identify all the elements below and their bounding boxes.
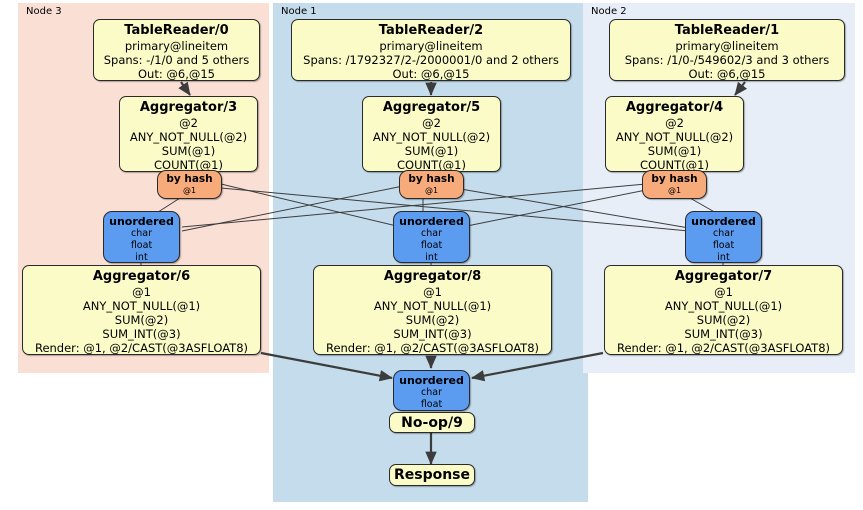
node-title: by hash xyxy=(408,173,455,185)
node-line: @2 xyxy=(179,116,198,130)
node-line: SUM(@1) xyxy=(647,144,702,158)
node-aggregator4[interactable]: Aggregator/4 @2 ANY_NOT_NULL(@2) SUM(@1)… xyxy=(605,96,744,172)
node-title: unordered xyxy=(399,215,464,228)
node-line: @2 xyxy=(422,116,441,130)
node-aggregator6[interactable]: Aggregator/6 @1 ANY_NOT_NULL(@1) SUM(@2)… xyxy=(22,265,261,355)
node-line: COUNT(@1) xyxy=(397,158,466,172)
node-byhash-node2[interactable]: by hash @1 xyxy=(642,170,707,199)
node-line: @1 xyxy=(132,285,151,299)
node-line: @1 xyxy=(714,285,733,299)
node-aggregator8[interactable]: Aggregator/8 @1 ANY_NOT_NULL(@1) SUM(@2)… xyxy=(313,265,552,355)
node-line: primary@lineitem xyxy=(124,39,229,53)
node-noop9[interactable]: No-op/9 xyxy=(389,412,475,433)
node-line: ANY_NOT_NULL(@2) xyxy=(129,130,248,144)
node-title: TableReader/2 xyxy=(378,23,484,38)
node-byhash-node1[interactable]: by hash @1 xyxy=(399,170,464,199)
node-tablereader1[interactable]: TableReader/1 primary@lineitem Spans: /1… xyxy=(609,19,845,81)
node-line: primary@lineitem xyxy=(379,39,483,53)
node-line: SUM_INT(@3) xyxy=(102,327,181,341)
node-unordered-node1[interactable]: unordered char float int xyxy=(393,211,470,263)
node-line: char xyxy=(421,228,442,239)
node-response[interactable]: Response xyxy=(389,464,475,486)
node-line: Render: @1, @2/CAST(@3ASFLOAT8) xyxy=(325,341,540,355)
node-title: by hash xyxy=(651,173,698,185)
node-line: SUM_INT(@3) xyxy=(393,327,472,341)
node-title: Aggregator/4 xyxy=(625,100,724,115)
node-line: SUM(@1) xyxy=(404,144,459,158)
node-tablereader0[interactable]: TableReader/0 primary@lineitem Spans: -/… xyxy=(93,19,260,81)
node-line: ANY_NOT_NULL(@2) xyxy=(615,130,734,144)
node-line: ANY_NOT_NULL(@2) xyxy=(372,130,491,144)
node-title: No-op/9 xyxy=(401,414,463,431)
node-line: Render: @1, @2/CAST(@3ASFLOAT8) xyxy=(616,341,831,355)
node-line: float xyxy=(712,240,735,251)
node-panel-label-node3: Node 3 xyxy=(26,6,62,17)
node-line: Out: @6,@15 xyxy=(392,67,470,81)
node-unordered-node2[interactable]: unordered char float int xyxy=(685,211,762,263)
node-line: Spans: -/1/0 and 5 others xyxy=(103,53,250,67)
node-line: Render: @1, @2/CAST(@3ASFLOAT8) xyxy=(34,341,249,355)
node-line: ANY_NOT_NULL(@1) xyxy=(664,299,783,313)
node-panel-label-node1: Node 1 xyxy=(281,6,317,17)
node-title: Response xyxy=(393,467,471,483)
node-aggregator3[interactable]: Aggregator/3 @2 ANY_NOT_NULL(@2) SUM(@1)… xyxy=(119,96,258,172)
node-line: COUNT(@1) xyxy=(154,158,223,172)
node-line: SUM(@2) xyxy=(405,313,460,327)
node-line: float xyxy=(130,240,153,251)
node-line: @1 xyxy=(423,285,442,299)
node-line: SUM(@2) xyxy=(114,313,169,327)
node-aggregator7[interactable]: Aggregator/7 @1 ANY_NOT_NULL(@1) SUM(@2)… xyxy=(604,265,843,355)
node-line: int xyxy=(717,252,730,263)
node-line: @1 xyxy=(182,186,197,195)
node-title: TableReader/1 xyxy=(674,23,780,38)
node-title: TableReader/0 xyxy=(124,23,229,38)
node-title: Aggregator/6 xyxy=(92,269,191,284)
node-title: Aggregator/8 xyxy=(383,269,482,284)
node-line: @2 xyxy=(665,116,684,130)
node-title: Aggregator/3 xyxy=(139,100,238,115)
node-line: int xyxy=(425,252,438,263)
node-title: unordered xyxy=(691,215,756,228)
node-panel-label-node2: Node 2 xyxy=(591,6,627,17)
node-line: ANY_NOT_NULL(@1) xyxy=(373,299,492,313)
node-title: by hash xyxy=(166,173,213,185)
node-line: int xyxy=(135,252,148,263)
node-byhash-node3[interactable]: by hash @1 xyxy=(157,170,222,199)
node-line: float xyxy=(420,240,443,251)
node-line: @1 xyxy=(667,186,682,195)
node-line: char xyxy=(421,387,442,398)
node-line: SUM_INT(@3) xyxy=(684,327,763,341)
node-line: COUNT(@1) xyxy=(640,158,709,172)
node-title: Aggregator/5 xyxy=(382,100,481,115)
node-line: SUM(@2) xyxy=(696,313,751,327)
node-title: unordered xyxy=(399,374,464,387)
node-line: Out: @6,@15 xyxy=(138,67,215,81)
node-line: Out: @6,@15 xyxy=(688,67,766,81)
node-line: char xyxy=(713,228,734,239)
node-line: SUM(@1) xyxy=(161,144,216,158)
node-unordered-node3[interactable]: unordered char float int xyxy=(103,211,180,263)
node-line: Spans: /1792327/2-/2000001/0 and 2 other… xyxy=(303,53,559,67)
node-line: float xyxy=(420,399,443,410)
node-title: Aggregator/7 xyxy=(674,269,773,284)
node-aggregator5[interactable]: Aggregator/5 @2 ANY_NOT_NULL(@2) SUM(@1)… xyxy=(362,96,501,172)
node-line: primary@lineitem xyxy=(675,39,779,53)
node-line: char xyxy=(131,228,152,239)
node-line: Spans: /1/0-/549602/3 and 3 others xyxy=(624,53,830,67)
node-line: ANY_NOT_NULL(@1) xyxy=(82,299,201,313)
node-tablereader2[interactable]: TableReader/2 primary@lineitem Spans: /1… xyxy=(291,19,571,81)
node-unordered-final[interactable]: unordered char float xyxy=(393,370,470,411)
node-line: @1 xyxy=(424,186,439,195)
node-title: unordered xyxy=(109,215,174,228)
